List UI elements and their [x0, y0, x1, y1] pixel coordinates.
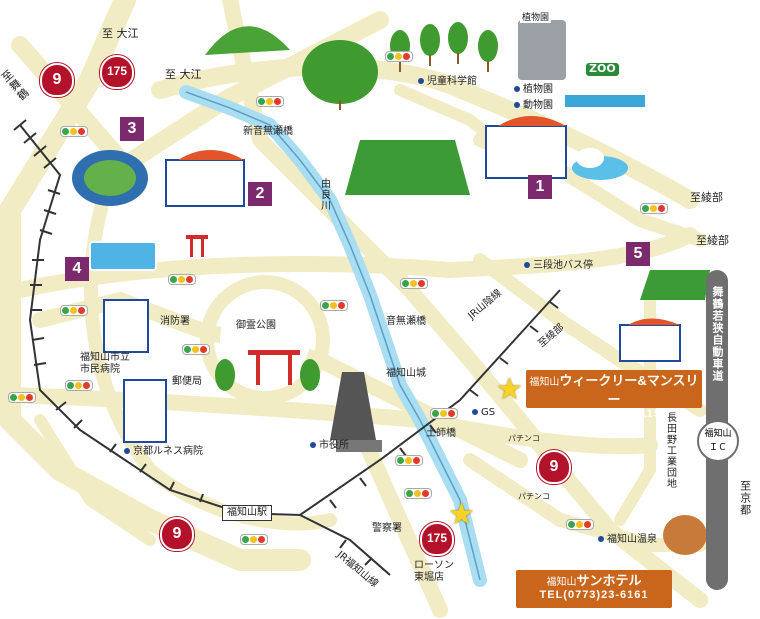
label-fire-station: 消防署 — [160, 316, 190, 327]
label-gas-station: GS — [472, 407, 495, 419]
route-175-shield: 175 — [420, 522, 454, 556]
hotel-prefix: 福知山 — [529, 377, 560, 388]
label-pachinko: パチンコ — [518, 492, 550, 501]
traffic-light-icon — [168, 274, 196, 285]
traffic-light-icon — [566, 519, 594, 530]
label-fukuchiyama-castle: 福知山城 — [386, 368, 426, 379]
hotel-tel: TEL(0773)27-1151 — [559, 408, 669, 420]
label-onnase-bridge: 音無瀬橋 — [386, 316, 426, 327]
traffic-light-icon — [640, 203, 668, 214]
traffic-light-icon — [404, 488, 432, 499]
traffic-light-icon — [60, 305, 88, 316]
route-175-shield: 175 — [100, 55, 134, 89]
ic-label: 福知山 ＩＣ — [704, 429, 732, 453]
label-pachinko: パチンコ — [508, 434, 540, 443]
label-to-ayabe: 至綾部 — [690, 191, 723, 204]
traffic-light-icon — [320, 300, 348, 311]
label-goryo-park: 御霊公園 — [236, 320, 276, 331]
label-lawson: ローソン 東堀店 — [414, 560, 454, 583]
label-renaissance-hospital: 京都ルネス病院 — [124, 446, 203, 458]
label-police-station: 警察署 — [372, 523, 402, 534]
route-9-shield: 9 — [40, 63, 74, 97]
label-zoo: 動物園 — [514, 100, 553, 112]
label-doshi-bridge: 土師橋 — [426, 428, 456, 439]
hotel-weekly-monthly-box[interactable]: 福知山ウィークリー&マンスリー TEL(0773)27-1151 — [526, 370, 702, 420]
expressway-label: 舞鶴若狭自動車道 — [711, 286, 724, 382]
marker-5: 5 — [626, 242, 650, 266]
traffic-light-icon — [430, 408, 458, 419]
hotel-prefix: 福知山 — [546, 577, 577, 588]
label-fukuchiyama-station: 福知山駅 — [222, 505, 272, 521]
route-9-shield: 9 — [160, 517, 194, 551]
label-shinonnase-bridge: 新音無瀬橋 — [243, 126, 293, 137]
label-post-office: 郵便局 — [172, 376, 202, 387]
traffic-light-icon — [65, 380, 93, 391]
star-icon: ★ — [448, 497, 475, 532]
traffic-light-icon — [385, 51, 413, 62]
fukuchiyama-ic: 福知山 ＩＣ — [697, 420, 739, 462]
label-zoo-sign: ZOO — [586, 62, 619, 76]
label-to-ooe: 至 大江 — [165, 68, 202, 81]
star-icon: ★ — [496, 372, 523, 407]
traffic-light-icon — [182, 344, 210, 355]
label-children-museum: 児童科学館 — [418, 76, 477, 88]
traffic-light-icon — [256, 96, 284, 107]
label-fukuchiyama-onsen: 福知山温泉 — [598, 534, 657, 546]
traffic-light-icon — [395, 455, 423, 466]
label-city-hall: 市役所 — [310, 440, 349, 452]
marker-2: 2 — [248, 182, 272, 206]
route-9-shield: 9 — [537, 450, 571, 484]
label-to-kyoto: 至京都 — [738, 480, 752, 516]
label-city-hospital: 福知山市立 市民病院 — [80, 352, 130, 375]
label-to-ooe: 至 大江 — [102, 27, 139, 40]
label-sandanike-bus-stop: 三段池バス停 — [524, 260, 593, 272]
hotel-tel: TEL(0773)23-6161 — [539, 589, 649, 601]
label-botanical-garden: 植物園 — [514, 84, 553, 96]
hotel-name: ウィークリー&マンスリー — [559, 373, 699, 407]
traffic-light-icon — [60, 126, 88, 137]
label-to-ayabe: 至綾部 — [696, 234, 729, 247]
traffic-light-icon — [400, 278, 428, 289]
label-botanical-sign: 植物園 — [520, 13, 552, 24]
marker-4: 4 — [65, 257, 89, 281]
traffic-light-icon — [8, 392, 36, 403]
label-nagatano-industrial: 長田野工業団地 — [664, 412, 676, 489]
label-yura-river: 由良川 — [318, 178, 330, 211]
hotel-sun-hotel-box[interactable]: 福知山サンホテル TEL(0773)23-6161 — [516, 570, 672, 608]
marker-1: 1 — [528, 175, 552, 199]
traffic-light-icon — [240, 534, 268, 545]
hotel-name: サンホテル — [576, 573, 642, 588]
marker-3: 3 — [120, 117, 144, 141]
